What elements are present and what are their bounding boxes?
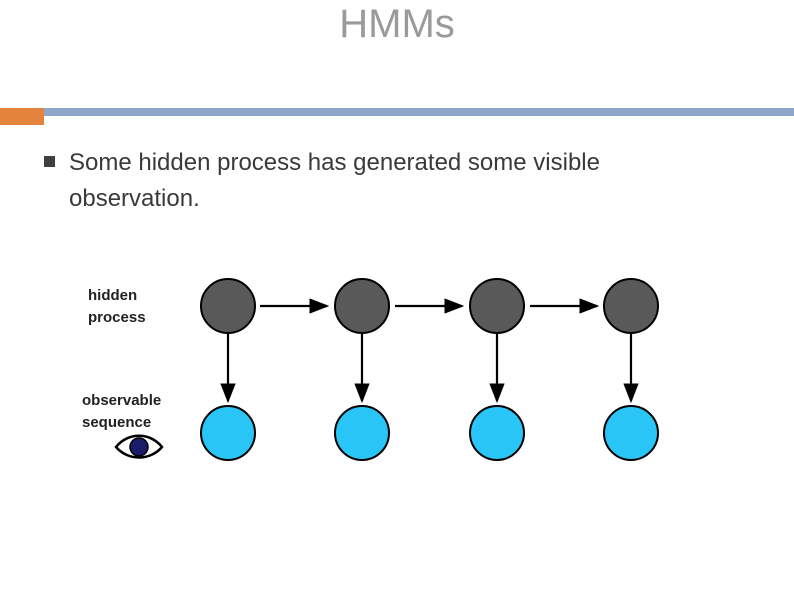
bullet-list-item: Some hidden process has generated some v… [44, 145, 744, 217]
hidden-process-label-line1: hidden [88, 287, 137, 304]
hidden-process-label-line2: process [88, 309, 146, 326]
observable-sequence-label-line1: observable [82, 392, 161, 409]
hidden-state-node [334, 278, 390, 334]
observable-node [334, 405, 390, 461]
observable-node [603, 405, 659, 461]
observable-node [469, 405, 525, 461]
hidden-state-node [200, 278, 256, 334]
header-divider [44, 108, 794, 116]
hidden-state-node [603, 278, 659, 334]
hmm-chain-diagram: hidden process observable sequence [70, 258, 690, 478]
header-accent-tab [0, 108, 44, 125]
eye-icon [114, 434, 164, 459]
bullet-text: Some hidden process has generated some v… [69, 149, 600, 212]
observable-sequence-label-line2: sequence [82, 414, 151, 431]
bullet-square-icon [44, 156, 55, 167]
hidden-state-node [469, 278, 525, 334]
observable-node [200, 405, 256, 461]
page-title: HMMs [339, 2, 455, 46]
